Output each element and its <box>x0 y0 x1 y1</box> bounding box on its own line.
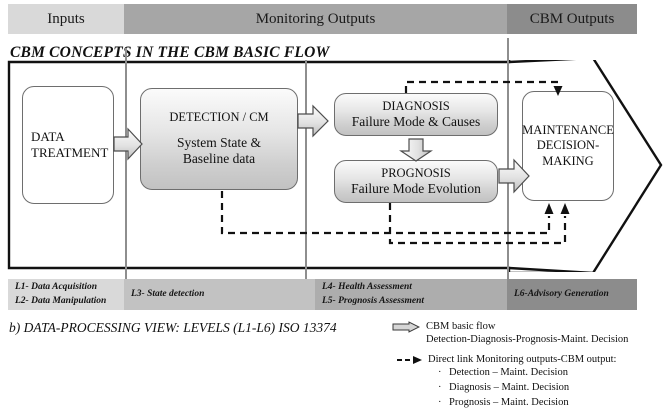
node-prognosis-title: PROGNOSIS <box>381 165 451 180</box>
lane-divider-monitoring-cbm <box>507 38 509 291</box>
node-detection-cm-sub2: Baseline data <box>182 151 256 167</box>
node-maintenance-decision-making[interactable]: MAINTENANCE DECISION- MAKING <box>522 91 614 201</box>
level-segment-l6: L6-Advisory Generation <box>507 279 637 310</box>
flow-arrow-data-to-detection-icon <box>113 127 143 161</box>
node-maintenance-line2: DECISION- <box>536 138 600 153</box>
node-data-treatment-line1: DATA <box>31 129 65 145</box>
header-band-cbm-outputs-label: CBM Outputs <box>529 10 615 27</box>
legend-direct-link-bullet-2-label: Diagnosis – Maint. Decision <box>449 382 570 394</box>
levels-band: L1- Data Acquisition L2- Data Manipulati… <box>8 279 637 310</box>
legend-direct-link-bullet-2: · Diagnosis – Maint. Decision <box>438 381 668 396</box>
level-l4-label: L4- Health Assessment <box>322 282 412 293</box>
flow-frame-outline <box>7 60 663 272</box>
frame-bottom-notch <box>507 268 586 272</box>
level-l2-label: L2- Data Manipulation <box>15 295 107 306</box>
legend-item-direct-link: Direct link Monitoring outputs-CBM outpu… <box>392 353 668 411</box>
flow-arrow-diagnosis-to-prognosis-icon <box>399 138 433 162</box>
node-detection-cm[interactable]: DETECTION / CM System State & Baseline d… <box>140 88 298 190</box>
node-prognosis-sub1: Failure Mode Evolution <box>351 180 481 196</box>
header-band-monitoring-outputs-label: Monitoring Outputs <box>255 10 376 27</box>
node-maintenance-line3: MAKING <box>542 153 594 168</box>
bullet-glyph-icon-2: · <box>438 382 442 394</box>
main-flow-frame <box>6 60 664 272</box>
legend-direct-link-bullet-1: · Detection – Maint. Decision <box>438 366 668 381</box>
level-l1-label: L1- Data Acquisition <box>15 282 97 293</box>
frame-top-notch <box>507 60 511 62</box>
frame-arrow-head-outline <box>508 60 663 272</box>
node-diagnosis-title: DIAGNOSIS <box>382 98 450 113</box>
node-data-treatment-line2: TREATMENT <box>31 145 109 160</box>
header-band: Inputs Monitoring Outputs CBM Outputs <box>8 4 637 34</box>
legend-direct-link-bullet-3: · Prognosis – Maint. Decision <box>438 396 668 411</box>
legend-direct-link-line1: Direct link Monitoring outputs-CBM outpu… <box>428 353 617 365</box>
node-maintenance-line1: MAINTENANCE <box>522 123 614 138</box>
header-band-monitoring-outputs: Monitoring Outputs <box>124 4 507 34</box>
legend: CBM basic flow Detection-Diagnosis-Progn… <box>392 320 668 411</box>
lane-divider-detection-diagnosis <box>305 60 307 291</box>
flow-arrow-prognosis-to-maintenance-icon <box>498 158 530 194</box>
bullet-glyph-icon: · <box>438 367 442 379</box>
level-l5-label: L5- Prognosis Assessment <box>322 295 425 306</box>
legend-direct-link-bullet-3-label: Prognosis – Maint. Decision <box>449 397 569 409</box>
legend-basic-flow-line2: Detection-Diagnosis-Prognosis-Maint. Dec… <box>426 334 629 346</box>
node-detection-cm-title: DETECTION / CM <box>169 110 269 125</box>
node-prognosis[interactable]: PROGNOSIS Failure Mode Evolution <box>334 160 498 203</box>
node-diagnosis-sub1: Failure Mode & Causes <box>351 113 481 129</box>
header-band-inputs-label: Inputs <box>47 10 85 27</box>
flow-arrow-detection-to-diagnosis-icon <box>297 104 329 138</box>
bullet-glyph-icon-3: · <box>438 397 442 409</box>
level-l3-label: L3- State detection <box>131 288 205 299</box>
lane-divider-inputs-monitoring <box>125 48 127 291</box>
node-diagnosis[interactable]: DIAGNOSIS Failure Mode & Causes <box>334 93 498 136</box>
header-band-cbm-outputs: CBM Outputs <box>507 4 637 34</box>
level-segment-l4-l5: L4- Health Assessment L5- Prognosis Asse… <box>315 279 507 310</box>
figure-caption: b) DATA-PROCESSING VIEW: LEVELS (L1-L6) … <box>9 320 337 335</box>
node-detection-cm-sub1: System State & <box>177 134 261 150</box>
level-l6-label: L6-Advisory Generation <box>514 288 609 299</box>
level-segment-l3: L3- State detection <box>124 279 315 310</box>
dashed-arrow-right-icon <box>397 355 422 364</box>
legend-direct-link-bullet-1-label: Detection – Maint. Decision <box>449 367 568 379</box>
legend-item-basic-flow: CBM basic flow Detection-Diagnosis-Progn… <box>392 320 668 347</box>
header-band-inputs: Inputs <box>8 4 124 34</box>
diagram-title: CBM CONCEPTS IN THE CBM BASIC FLOW <box>10 44 330 61</box>
node-data-treatment[interactable]: DATA TREATMENT <box>22 86 114 204</box>
legend-basic-flow-line1: CBM basic flow <box>426 321 496 332</box>
level-segment-l1-l2: L1- Data Acquisition L2- Data Manipulati… <box>8 279 124 310</box>
block-arrow-right-icon <box>392 321 420 333</box>
